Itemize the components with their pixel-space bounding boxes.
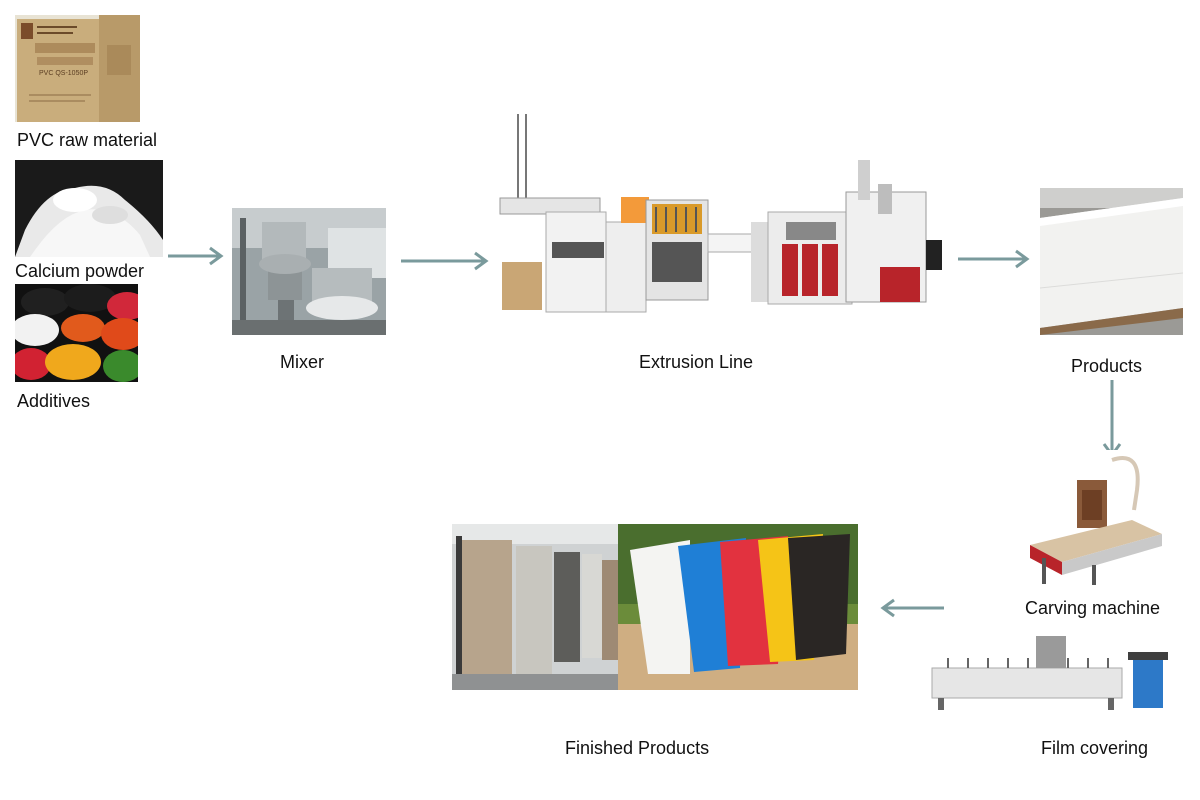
additives-image (15, 284, 138, 382)
mixer-image (232, 208, 386, 335)
arrow-right-icon (168, 246, 224, 266)
pvc-bag-text: PVC QS-1050P (39, 70, 88, 77)
extrusion-line-label: Extrusion Line (639, 352, 754, 372)
extrusion-line-image (496, 112, 946, 322)
finished-colored-boards-image (618, 524, 858, 690)
arrow-right-icon (958, 249, 1030, 269)
film-covering-image (928, 628, 1176, 712)
pvc-raw-material-label: PVC raw material (17, 130, 158, 150)
calcium-powder-label: Calcium powder (15, 261, 145, 281)
products-image (1040, 188, 1183, 335)
arrow-down-icon (1102, 380, 1122, 458)
calcium-powder-image (15, 160, 163, 257)
products-label: Products (1071, 356, 1143, 376)
carving-machine-image (1022, 450, 1164, 590)
carving-machine-label: Carving machine (1025, 598, 1161, 618)
arrow-left-icon (880, 598, 944, 618)
additives-label: Additives (17, 391, 91, 411)
mixer-label: Mixer (280, 352, 324, 372)
finished-panels-image (452, 524, 618, 690)
arrow-right-icon (401, 251, 489, 271)
film-covering-label: Film covering (1041, 738, 1149, 758)
pvc-bags-image: PVC QS-1050P (15, 15, 140, 122)
finished-products-label: Finished Products (565, 738, 710, 758)
